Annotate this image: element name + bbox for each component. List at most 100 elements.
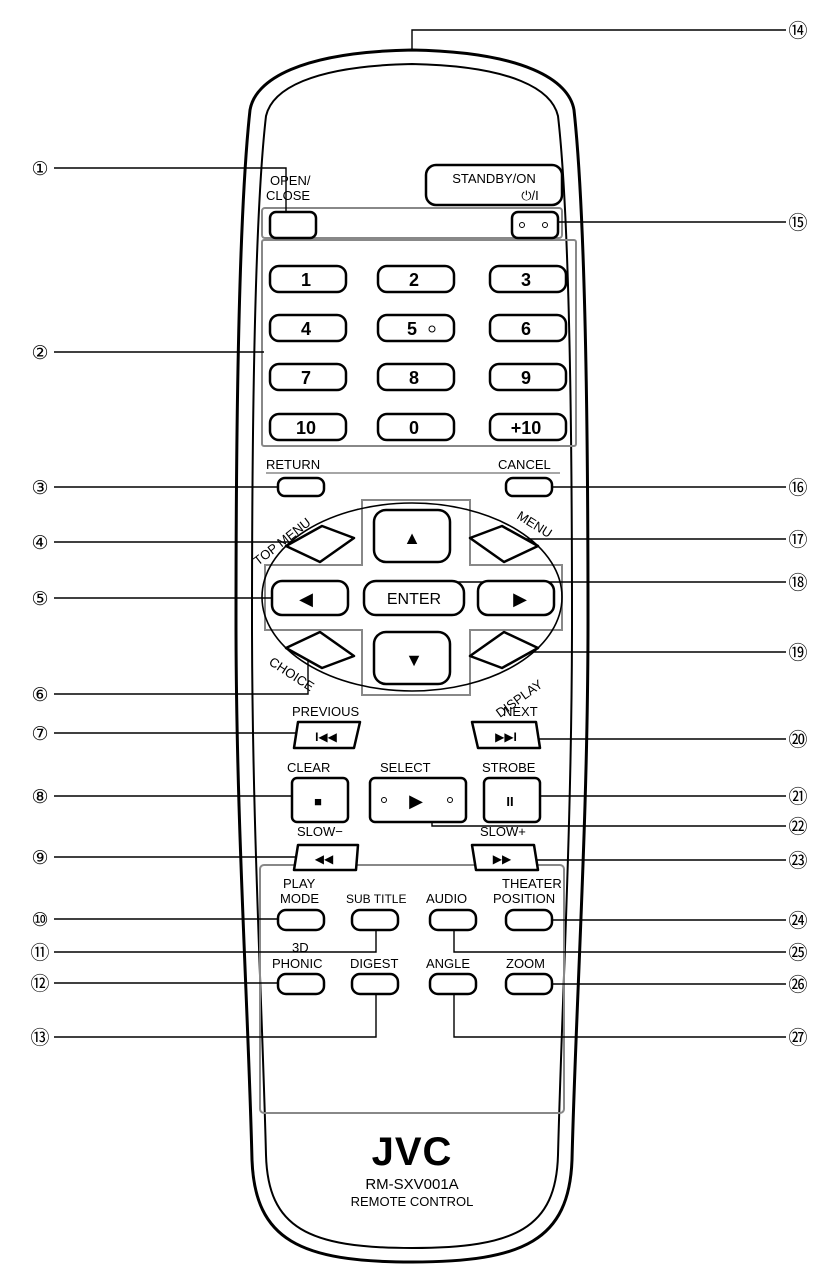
sub-title-label: SUB TITLE (346, 892, 406, 906)
digit-button-8[interactable] (376, 362, 456, 392)
open-close-label-2: CLOSE (266, 188, 310, 203)
phonic-label-2: PHONIC (272, 956, 323, 971)
zoom-button[interactable] (504, 972, 554, 996)
callout-16: ⑯ (788, 477, 807, 499)
digit-label-10: 10 (296, 418, 316, 438)
play-glyph: ▶ (409, 791, 423, 811)
digit-label-5: 5 (407, 319, 417, 339)
angle-label: ANGLE (426, 956, 470, 971)
callout-13: ⑬ (30, 1027, 49, 1049)
next-label: NEXT (503, 704, 538, 719)
clear-stop-button[interactable] (290, 776, 350, 824)
digit-label-7: 7 (301, 368, 311, 388)
open-close-button[interactable] (268, 210, 318, 240)
callout-9: ⑨ (31, 848, 48, 869)
nav-up-glyph: ▲ (403, 528, 421, 548)
brand-logo: JVC (372, 1130, 453, 1174)
callout-1: ① (31, 159, 48, 180)
open-close-label-1: OPEN/ (270, 173, 311, 188)
audio-button[interactable] (428, 908, 478, 932)
nav-left-button[interactable] (270, 579, 350, 617)
nav-ring (261, 502, 563, 692)
3d-phonic-button[interactable] (276, 972, 326, 996)
play-mode-button[interactable] (276, 908, 326, 932)
digit-button-10[interactable] (268, 412, 348, 442)
digit-label-6: 6 (521, 319, 531, 339)
digit-button-7[interactable] (268, 362, 348, 392)
next-button[interactable] (470, 720, 542, 750)
digit-button-1[interactable] (268, 264, 348, 294)
callout-14: ⑭ (788, 20, 807, 42)
slow-plus-button[interactable] (470, 843, 540, 872)
pause-glyph: II (506, 794, 513, 809)
callout-17: ⑰ (788, 529, 807, 551)
return-button[interactable] (276, 476, 326, 498)
callout-24: ㉔ (788, 910, 807, 932)
standby-indicator-button[interactable] (510, 210, 560, 240)
callout-11: ⑪ (30, 942, 49, 964)
callouts-left: ① ② ③ ④ ⑤ ⑥ ⑦ ⑧ ⑨ ⑩ ⑪ ⑫ ⑬ (30, 159, 49, 1049)
previous-label: PREVIOUS (292, 704, 360, 719)
callout-22: ㉒ (788, 816, 807, 838)
callout-6: ⑥ (31, 685, 48, 706)
digit-label-plus10: +10 (511, 418, 542, 438)
stop-glyph: ■ (314, 794, 322, 809)
remote-body (234, 48, 590, 1264)
digit-button-plus10[interactable] (488, 412, 568, 442)
strobe-label: STROBE (482, 760, 536, 775)
callout-21: ㉑ (788, 786, 807, 808)
select-label: SELECT (380, 760, 431, 775)
top-menu-button[interactable] (284, 524, 356, 564)
slow-plus-label: SLOW+ (480, 824, 526, 839)
digit-label-9: 9 (521, 368, 531, 388)
digit-button-9[interactable] (488, 362, 568, 392)
digit-label-3: 3 (521, 270, 531, 290)
nav-right-glyph: ▶ (513, 589, 527, 609)
digest-button[interactable] (350, 972, 400, 996)
return-label: RETURN (266, 457, 320, 472)
callout-10: ⑩ (31, 910, 48, 931)
callout-19: ⑲ (788, 642, 807, 664)
digit-button-2[interactable] (376, 264, 456, 294)
choice-button[interactable] (284, 630, 356, 670)
digit-button-0[interactable] (376, 412, 456, 442)
angle-button[interactable] (428, 972, 478, 996)
sub-title-button[interactable] (350, 908, 400, 932)
standby-on-button[interactable] (424, 163, 564, 207)
strobe-pause-button[interactable] (482, 776, 542, 824)
theater-position-button[interactable] (504, 908, 554, 932)
digit-label-2: 2 (409, 270, 419, 290)
digit-button-4[interactable] (268, 313, 348, 343)
callout-23: ㉓ (788, 850, 807, 872)
next-glyph: ▶▶I (495, 730, 517, 744)
cancel-label: CANCEL (498, 457, 551, 472)
previous-button[interactable] (292, 720, 362, 750)
digest-label: DIGEST (350, 956, 398, 971)
display-button[interactable] (468, 630, 540, 670)
previous-glyph: I◀◀ (315, 730, 338, 744)
callout-15: ⑮ (788, 212, 807, 234)
select-play-button[interactable] (368, 776, 468, 824)
nav-up-button[interactable] (372, 508, 452, 564)
standby-symbol: ⏻/I (521, 188, 539, 203)
nav-right-button[interactable] (476, 579, 556, 617)
zoom-label: ZOOM (506, 956, 545, 971)
play-mode-label-2: MODE (280, 891, 319, 906)
callout-27: ㉗ (788, 1027, 807, 1049)
nav-down-button[interactable] (372, 630, 452, 686)
number-pad: 1 2 3 4 5 6 7 8 9 10 0 +10 (268, 264, 568, 442)
digit-button-5[interactable] (376, 313, 456, 343)
play-mode-label-1: PLAY (283, 876, 316, 891)
digit-button-6[interactable] (488, 313, 568, 343)
digit-label-0: 0 (409, 418, 419, 438)
clear-label: CLEAR (287, 760, 330, 775)
slow-minus-glyph: ◀◀ (315, 852, 334, 866)
callout-5: ⑤ (31, 589, 48, 610)
callout-18: ⑱ (788, 572, 807, 594)
digit-button-3[interactable] (488, 264, 568, 294)
menu-button[interactable] (468, 524, 540, 564)
cancel-button[interactable] (504, 476, 554, 498)
slow-minus-button[interactable] (292, 843, 360, 872)
enter-button[interactable] (362, 579, 466, 617)
